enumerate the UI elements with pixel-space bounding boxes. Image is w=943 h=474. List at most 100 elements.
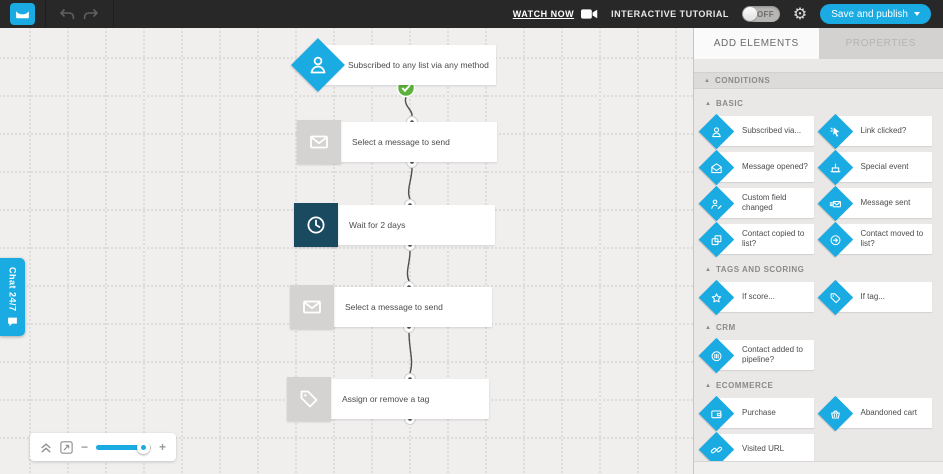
element-diamond [817,185,853,221]
element-label: Special event [860,162,909,171]
envelope-open-icon [710,160,724,174]
element-item[interactable]: Abandoned cart [817,395,934,431]
workflow-node-card[interactable]: Select a message to send [320,122,497,162]
workflow-node-tag[interactable] [287,377,331,421]
zoom-in-button[interactable]: + [158,440,166,454]
element-diamond [698,113,735,149]
wallet-icon [710,406,724,420]
element-diamond [698,395,735,431]
chat-tab[interactable]: Chat 24/7 [0,258,25,336]
group-header-crm[interactable]: ▲ CRM [705,323,933,332]
element-diamond [817,113,853,149]
save-and-publish-button[interactable]: Save and publish [820,4,931,24]
tutorial-toggle[interactable]: OFF [741,6,780,22]
tag-icon [297,387,321,411]
group-title: ECOMMERCE [715,381,774,390]
workflow-node-card[interactable]: Assign or remove a tag [310,379,489,419]
element-label: Custom field changed [742,193,787,212]
arrow-circle-icon [828,232,842,246]
chat-bubble-icon [8,317,17,327]
watch-now-link[interactable]: WATCH NOW [513,8,598,20]
workflow-node-card[interactable]: Select a message to send [313,287,492,327]
collapse-toolbar-icon[interactable] [40,442,52,453]
element-diamond [698,431,735,467]
element-item[interactable]: If tag... [817,279,934,315]
watch-now-label: WATCH NOW [512,9,575,19]
zoom-slider-handle[interactable] [137,440,151,454]
workflow-canvas[interactable]: Subscribed to any list via any method Se… [0,28,693,474]
tab-properties[interactable]: PROPERTIES [818,28,943,59]
tab-add-elements[interactable]: ADD ELEMENTS [694,28,819,59]
app-logo[interactable] [0,0,46,28]
group-grid: Contact added to pipeline? [698,337,933,373]
copy-icon [710,232,724,246]
undo-icon[interactable] [58,7,75,21]
collapse-arrow-icon: ▲ [705,100,711,107]
tag-icon [828,290,842,304]
element-item[interactable]: Special event [817,149,934,185]
gear-icon[interactable]: ⚙ [792,4,808,23]
zoom-slider[interactable] [96,440,151,454]
element-diamond [817,279,853,315]
sidebar-tabs: ADD ELEMENTS PROPERTIES [694,28,943,59]
element-item[interactable]: Contact copied to list? [698,221,815,257]
workflow-node-card[interactable]: Wait for 2 days [317,205,495,245]
envelope-sent-icon [828,196,842,210]
person-edit-icon [710,196,724,210]
workflow-node-card[interactable]: Subscribed to any list via any method [318,45,496,85]
element-item[interactable]: Subscribed via... [698,113,815,149]
element-label: Purchase [742,408,776,417]
element-diamond [698,185,735,221]
element-diamond [698,337,735,373]
envelope-smile-logo-icon [10,3,35,25]
group-title: TAGS AND SCORING [715,265,805,274]
group-header-ecommerce[interactable]: ▲ ECOMMERCE [705,381,933,390]
chat-tab-label: Chat 24/7 [7,266,18,312]
element-diamond [817,395,853,431]
group-title: CRM [715,323,736,332]
element-item[interactable]: If score... [698,279,815,315]
cursor-click-icon [828,124,842,138]
toggle-knob [742,7,757,21]
element-label: Abandoned cart [860,408,918,417]
element-item[interactable]: Message opened? [698,149,815,185]
collapse-arrow-icon: ▲ [705,324,711,331]
sidebar-footer [694,461,943,474]
element-item[interactable]: Purchase [698,395,815,431]
group-header-basic[interactable]: ▲ BASIC [705,99,933,108]
workflow-node-action[interactable] [297,120,341,164]
toggle-state-label: OFF [757,9,774,19]
fit-screen-icon[interactable] [60,440,73,454]
element-diamond [698,149,735,185]
group-header-tags-and-scoring[interactable]: ▲TAGS AND SCORING [705,265,933,274]
workflow-node-action[interactable] [290,285,334,329]
node-label: Subscribed to any list via any method [348,60,489,70]
cake-icon [828,160,842,174]
element-item[interactable]: Link clicked? [817,113,934,149]
section-conditions-label: CONDITIONS [714,76,771,85]
zoom-out-button[interactable]: − [81,440,89,454]
section-conditions[interactable]: ▲ CONDITIONS [694,72,943,89]
node-label: Select a message to send [345,302,443,312]
element-item[interactable]: Contact moved to list? [817,221,934,257]
group-title: BASIC [715,99,744,108]
group-grid: Subscribed via...Link clicked?Message op… [698,113,934,257]
topbar: WATCH NOW INTERACTIVE TUTORIAL OFF ⚙ Sav… [0,0,943,28]
sidebar: ADD ELEMENTS PROPERTIES ▲ CONDITIONS ▲ BA… [693,28,943,474]
collapse-arrow-icon: ▲ [704,77,710,84]
workflow-node-start[interactable] [291,37,345,92]
node-label: Select a message to send [352,137,450,147]
redo-icon[interactable] [82,7,99,21]
star-icon [710,290,724,304]
collapse-arrow-icon: ▲ [705,382,711,389]
element-label: Visited URL [742,444,785,453]
element-item[interactable]: Custom field changed [698,185,815,221]
element-label: Contact moved to list? [860,229,924,248]
element-item[interactable]: Visited URL [698,431,815,467]
workflow-node-wait[interactable] [294,203,338,247]
element-item[interactable]: Message sent [817,185,934,221]
element-item[interactable]: Contact added to pipeline? [698,337,815,373]
chevron-down-icon [914,12,920,16]
zoom-toolbar: − + [30,433,176,461]
